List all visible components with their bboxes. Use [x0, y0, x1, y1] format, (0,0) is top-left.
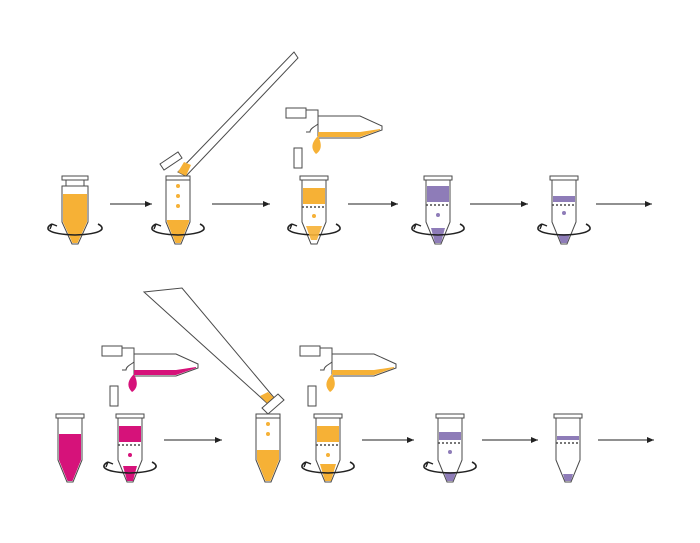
column-band [427, 186, 449, 202]
spin-arrow-icon [301, 461, 355, 474]
column-rim [115, 413, 145, 419]
spin-arrowhead-icon [303, 461, 312, 468]
pour-tube-hinge [306, 109, 319, 133]
spin-arrow-icon [103, 461, 157, 474]
pour-tube-cap [299, 345, 321, 357]
column-orange-transfer-2 [299, 345, 397, 483]
tube-rim [165, 175, 191, 181]
column-purple-thin-2 [553, 413, 583, 483]
spin-arrowhead-icon [539, 223, 548, 230]
spin-arrow-icon [151, 223, 205, 236]
tube-rim [255, 413, 281, 419]
magenta-tube [55, 413, 85, 483]
pour-liquid [134, 367, 196, 375]
spin-arrow-icon [537, 223, 591, 236]
column-band [439, 432, 461, 440]
column-cap [423, 175, 453, 181]
droplet [128, 453, 132, 457]
spin-arrow-icon [423, 461, 477, 474]
tube-cap [55, 413, 85, 419]
tube-neck [65, 179, 85, 187]
spin-arrowhead-icon [49, 223, 58, 230]
spin-arrow-icon [411, 223, 465, 236]
tube-cap-open [261, 393, 285, 415]
pour-liquid [332, 367, 394, 375]
column-liquid [303, 188, 325, 204]
column-cap [549, 175, 579, 181]
pour-tube-hinge [122, 347, 135, 371]
droplet [448, 450, 452, 454]
column-band [553, 196, 575, 202]
pipette-liquid [178, 162, 191, 176]
column-rim [313, 413, 343, 419]
pour-tube-cap [285, 107, 307, 119]
column-cap-open [307, 385, 317, 407]
column-liquid [317, 426, 339, 442]
spin-arrowhead-icon [425, 461, 434, 468]
spin-arrowhead-icon [105, 461, 114, 468]
droplet [176, 204, 180, 208]
pour-liquid [318, 129, 380, 137]
droplet [562, 211, 566, 215]
spin-orange-tube [47, 175, 103, 245]
column-cap-open [109, 385, 119, 407]
spin-arrowhead-icon [153, 223, 162, 230]
column-band [557, 436, 579, 440]
droplet [312, 214, 316, 218]
column-body [555, 417, 581, 483]
tube-cap [61, 175, 89, 181]
droplet [326, 453, 330, 457]
pour-drop [326, 374, 335, 392]
pour-drop [312, 136, 321, 154]
droplet [176, 184, 180, 188]
column-cap [435, 413, 465, 419]
tube-liquid [63, 194, 87, 243]
spin-arrowhead-icon [289, 223, 298, 230]
flowthrough-liquid [306, 226, 322, 240]
pour-tube-hinge [320, 347, 333, 371]
flowthrough-liquid [558, 234, 570, 243]
column-purple-thin [537, 175, 591, 245]
column-cap-open [293, 147, 303, 169]
pour-tube-cap [101, 345, 123, 357]
droplet [266, 432, 270, 436]
pipette-tip [177, 51, 299, 177]
column-purple-band [411, 175, 465, 245]
spin-arrowhead-icon [413, 223, 422, 230]
tube-liquid [167, 220, 189, 243]
column-orange-transfer [285, 107, 383, 245]
tube-liquid [257, 450, 279, 481]
tube-cap-open [159, 151, 183, 171]
droplet [436, 213, 440, 217]
column-rim [299, 175, 329, 181]
pour-drop [128, 374, 137, 392]
droplet [176, 194, 180, 198]
column-purple-band-2 [423, 413, 477, 483]
pipette-orange-tube-2 [142, 287, 285, 483]
pipette-orange-tube [151, 51, 299, 245]
column-liquid [119, 426, 141, 442]
flowthrough-liquid [563, 474, 573, 481]
tube-liquid [59, 434, 81, 481]
column-magenta-transfer [101, 345, 199, 483]
flowthrough-liquid [444, 472, 456, 481]
spin-arrow-icon [47, 223, 103, 236]
droplet [266, 422, 270, 426]
column-cap [553, 413, 583, 419]
pipette-tip [142, 287, 277, 405]
